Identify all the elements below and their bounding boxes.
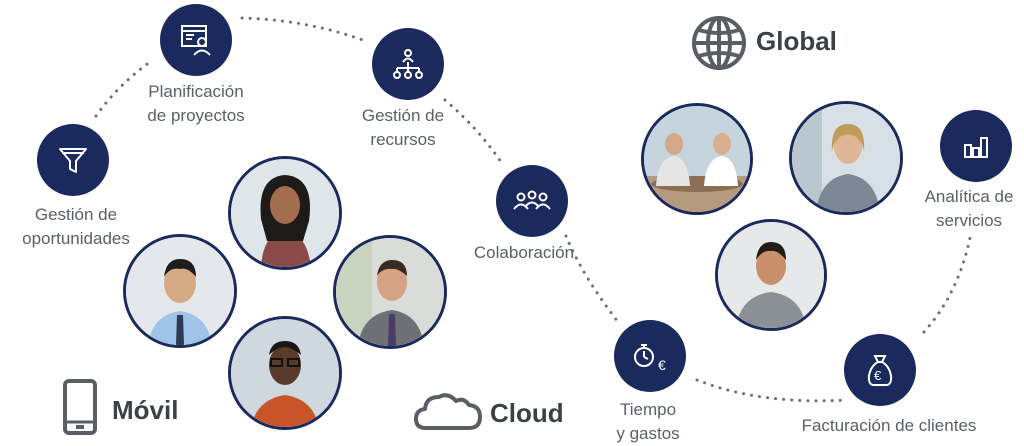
facturacion-node[interactable]: €	[844, 334, 916, 406]
connector-oportunidades-planificacion	[94, 60, 152, 118]
money-bag-euro-icon: €	[867, 355, 893, 386]
photo-woman-smiling	[228, 156, 342, 270]
bar-chart-icon	[964, 137, 988, 158]
connector-recursos-colaboracion	[443, 98, 505, 167]
oportunidades-node[interactable]	[37, 124, 109, 196]
planificacion-node[interactable]	[160, 4, 232, 76]
recursos-node[interactable]	[372, 28, 444, 100]
tiempo-node[interactable]: €	[614, 320, 686, 392]
recursos-label: Gestión de recursos	[361, 106, 445, 149]
global-label: Global	[756, 26, 837, 56]
connector-facturacion-analitica	[922, 236, 972, 334]
oportunidades-label: Gestión de oportunidades	[22, 205, 130, 248]
cloud-label: Cloud	[490, 398, 564, 428]
connector-tiempo-facturacion	[695, 378, 850, 403]
photo-man-casual	[715, 219, 827, 331]
connector-planificacion-recursos	[240, 16, 370, 44]
movil-label: Móvil	[112, 395, 179, 425]
team-icon	[513, 190, 551, 210]
photo-man-glasses	[228, 316, 342, 430]
svg-text:€: €	[658, 357, 666, 373]
analitica-label: Analítica de servicios	[924, 187, 1014, 230]
planificacion-label: Planificación de proyectos	[147, 82, 245, 125]
facturacion-label: Facturación de clientes	[801, 416, 977, 435]
analitica-node[interactable]	[940, 110, 1012, 182]
photo-man-blue-shirt	[123, 234, 237, 348]
connector-colaboracion-tiempo	[564, 234, 620, 324]
funnel-icon	[59, 148, 87, 173]
colaboracion-node[interactable]	[496, 165, 568, 237]
stopwatch-euro-icon: €	[634, 344, 666, 373]
svg-text:€: €	[874, 368, 882, 383]
tiempo-label: Tiempo y gastos	[616, 400, 680, 443]
cloud-icon	[414, 393, 482, 430]
globe-icon	[692, 16, 746, 70]
photo-man-purple-tie	[333, 235, 447, 349]
colaboracion-label: Colaboración	[473, 243, 575, 262]
mobile-phone-icon	[63, 379, 97, 435]
project-planning-icon	[181, 25, 211, 56]
org-chart-icon	[393, 49, 423, 79]
photo-business-meeting	[641, 103, 753, 215]
photo-woman-blonde	[789, 101, 903, 215]
